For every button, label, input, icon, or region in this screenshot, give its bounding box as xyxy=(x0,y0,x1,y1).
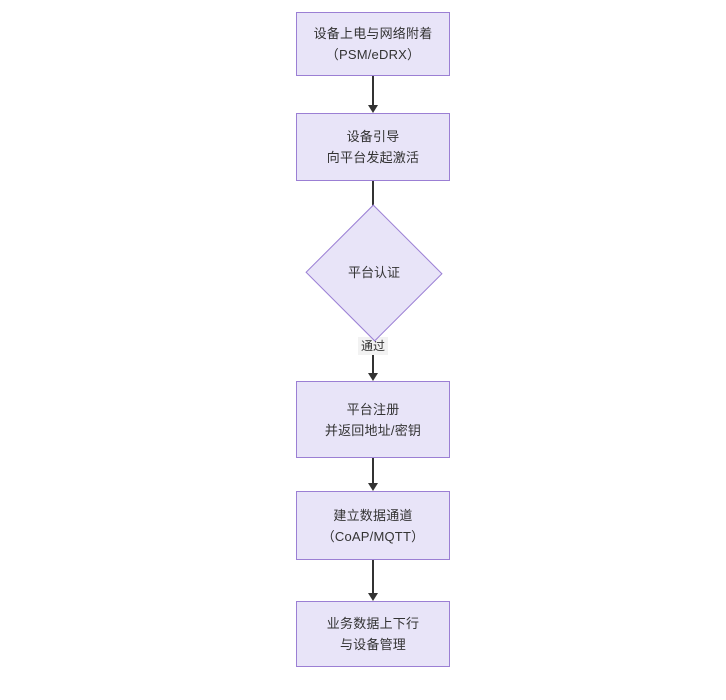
edge-n4-n5-line xyxy=(372,458,374,483)
edge-n5-n6-arrow xyxy=(368,593,378,601)
edge-n2-n3-line xyxy=(372,181,374,217)
edge-n1-n2-arrow xyxy=(368,105,378,113)
node-device-power-on[interactable]: 设备上电与网络附着 （PSM/eDRX） xyxy=(296,12,450,76)
node-platform-auth[interactable]: 平台认证 xyxy=(305,204,443,342)
node-data-channel[interactable]: 建立数据通道 （CoAP/MQTT） xyxy=(296,491,450,560)
node-label-business-data: 业务数据上下行 与设备管理 xyxy=(326,616,420,652)
decision-diamond-shape xyxy=(305,204,443,342)
edge-n3-n4-arrow xyxy=(368,373,378,381)
node-label-data-channel: 建立数据通道 （CoAP/MQTT） xyxy=(321,507,425,544)
node-platform-register[interactable]: 平台注册 并返回地址/密钥 xyxy=(296,381,450,458)
node-label-device-power-on: 设备上电与网络附着 （PSM/eDRX） xyxy=(313,26,433,62)
edge-n5-n6-line xyxy=(372,560,374,593)
node-label-device-bootstrap: 设备引导 向平台发起激活 xyxy=(326,129,420,165)
edge-n4-n5-arrow xyxy=(368,483,378,491)
node-device-bootstrap[interactable]: 设备引导 向平台发起激活 xyxy=(296,113,450,181)
edge-n1-n2-line xyxy=(372,76,374,105)
node-label-platform-register: 平台注册 并返回地址/密钥 xyxy=(324,401,422,438)
node-business-data[interactable]: 业务数据上下行 与设备管理 xyxy=(296,601,450,667)
edge-label-pass: 通过 xyxy=(357,337,389,355)
